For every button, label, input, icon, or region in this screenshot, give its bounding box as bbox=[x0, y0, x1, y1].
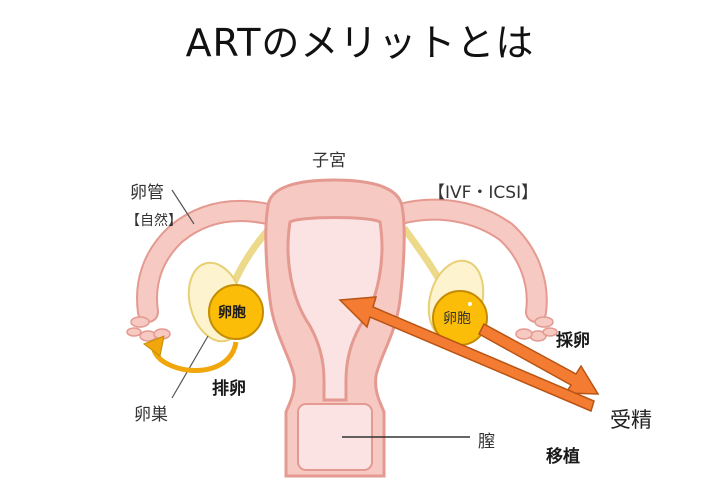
retrieval-arrow bbox=[478, 322, 600, 395]
right-fimbriae bbox=[515, 316, 558, 342]
ovary-pointer bbox=[171, 335, 209, 399]
left-follicle-label: 卵胞 bbox=[218, 305, 246, 321]
uterus-label: 子宮 bbox=[312, 151, 346, 171]
vagina-label: 膣 bbox=[478, 432, 495, 452]
tube-label: 卵管 bbox=[130, 183, 164, 203]
transfer-label: 移植 bbox=[546, 447, 580, 467]
right-follicle-label: 卵胞 bbox=[443, 311, 471, 327]
left-follicle bbox=[208, 284, 264, 340]
page-title: ARTのメリットとは bbox=[185, 21, 535, 65]
ovulation-arrow bbox=[151, 341, 239, 374]
ovary-label: 卵巣 bbox=[134, 405, 168, 425]
retrieval-label: 採卵 bbox=[556, 331, 590, 351]
tube-pointer bbox=[171, 189, 195, 225]
uterine-cavity bbox=[286, 216, 384, 402]
ovulation-label: 排卵 bbox=[212, 379, 246, 399]
transfer-arrow bbox=[338, 296, 595, 413]
ivf-label: 【IVF・ICSI】 bbox=[428, 183, 539, 203]
fertilization-label: 受精 bbox=[610, 408, 652, 432]
natural-label: 【自然】 bbox=[126, 213, 182, 229]
